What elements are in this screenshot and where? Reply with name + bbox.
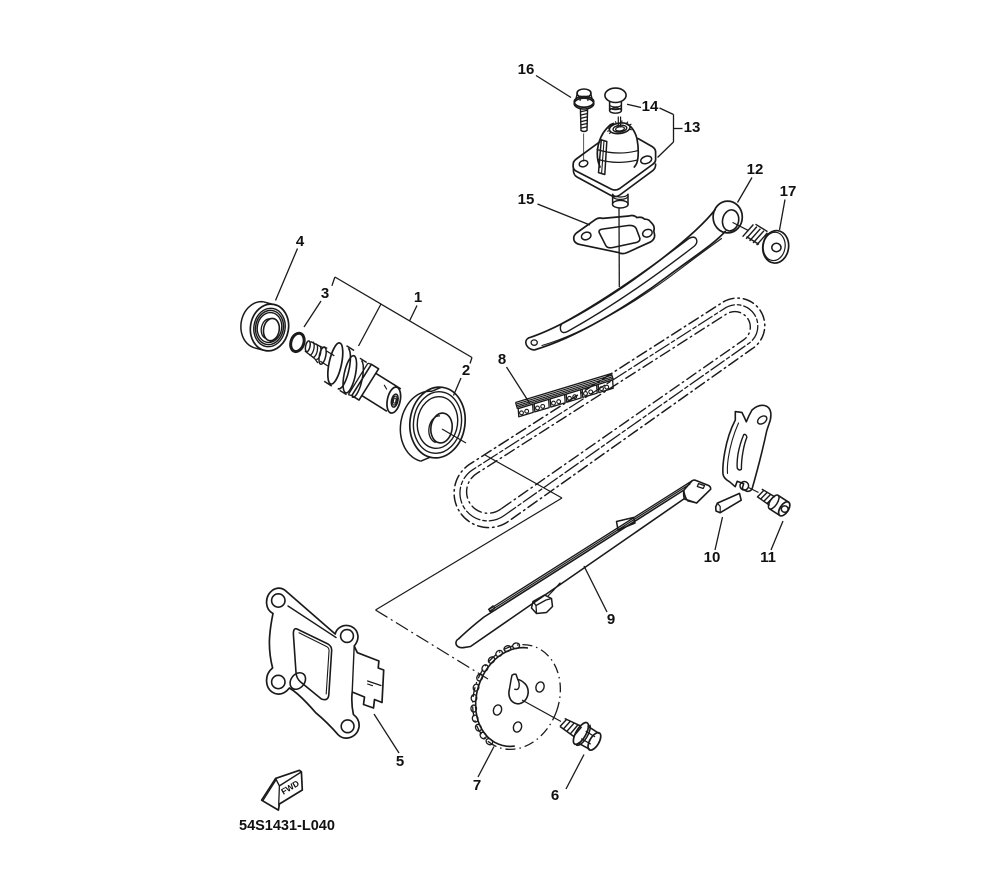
svg-text:8: 8 xyxy=(498,351,506,368)
svg-text:5: 5 xyxy=(396,753,404,770)
svg-text:15: 15 xyxy=(518,191,535,208)
svg-text:10: 10 xyxy=(704,549,721,566)
svg-text:17: 17 xyxy=(780,183,797,200)
svg-text:54S1431-L040: 54S1431-L040 xyxy=(239,818,335,834)
svg-text:7: 7 xyxy=(473,777,481,794)
svg-text:3: 3 xyxy=(321,285,329,302)
svg-text:12: 12 xyxy=(747,161,764,178)
svg-text:14: 14 xyxy=(642,98,659,115)
svg-text:9: 9 xyxy=(607,611,615,628)
svg-text:11: 11 xyxy=(760,549,776,566)
svg-text:1: 1 xyxy=(414,289,422,306)
svg-text:4: 4 xyxy=(296,233,305,250)
svg-text:2: 2 xyxy=(462,362,470,379)
svg-text:16: 16 xyxy=(518,61,535,78)
svg-text:13: 13 xyxy=(684,119,701,136)
svg-text:6: 6 xyxy=(551,787,559,804)
